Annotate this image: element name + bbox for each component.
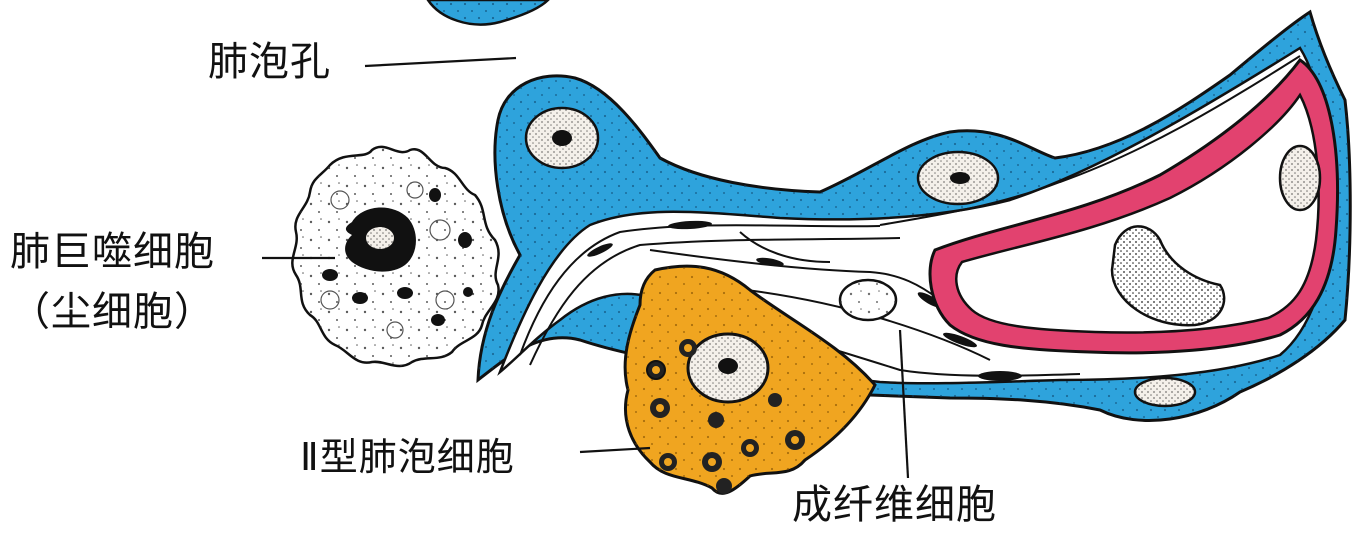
label-type2-cell: Ⅱ型肺泡细胞 [300,438,515,476]
label-fibroblast: 成纤维细胞 [792,485,997,525]
label-dust-cell: （尘细胞） [10,292,215,332]
label-alveolar-pore: 肺泡孔 [208,42,331,82]
label-macrophage: 肺巨噬细胞 [10,232,215,272]
